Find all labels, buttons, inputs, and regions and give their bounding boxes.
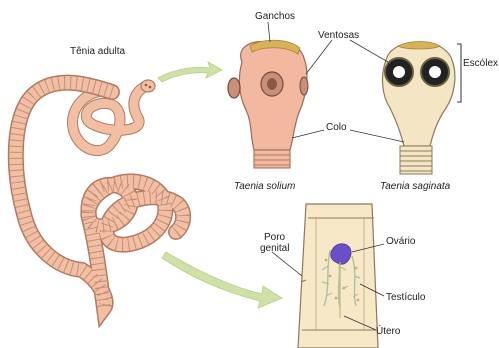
label-neck: Colo — [326, 122, 347, 133]
adult-tapeworm — [16, 80, 183, 308]
label-ovary: Ovário — [386, 236, 415, 247]
saginata-scolex — [383, 42, 461, 175]
label-suckers: Ventosas — [318, 30, 359, 41]
label-adult-tapeworm: Tênia adulta — [70, 46, 125, 57]
label-genital-pore-line2: genital — [260, 243, 289, 254]
label-taenia-solium: Taenia solium — [234, 181, 295, 192]
label-testicle: Testículo — [386, 292, 425, 303]
label-hooks: Ganchos — [255, 11, 295, 22]
arrow-to-proglottid — [162, 252, 282, 308]
proglottid-segment — [298, 204, 378, 348]
arrow-to-scolex — [158, 62, 222, 82]
solium-scolex — [228, 40, 308, 168]
label-uterus: Útero — [376, 326, 400, 337]
label-genital-pore-line1: Poro — [264, 232, 285, 243]
label-taenia-saginata: Taenia saginata — [380, 181, 450, 192]
label-scolex: Escólex — [463, 58, 498, 69]
